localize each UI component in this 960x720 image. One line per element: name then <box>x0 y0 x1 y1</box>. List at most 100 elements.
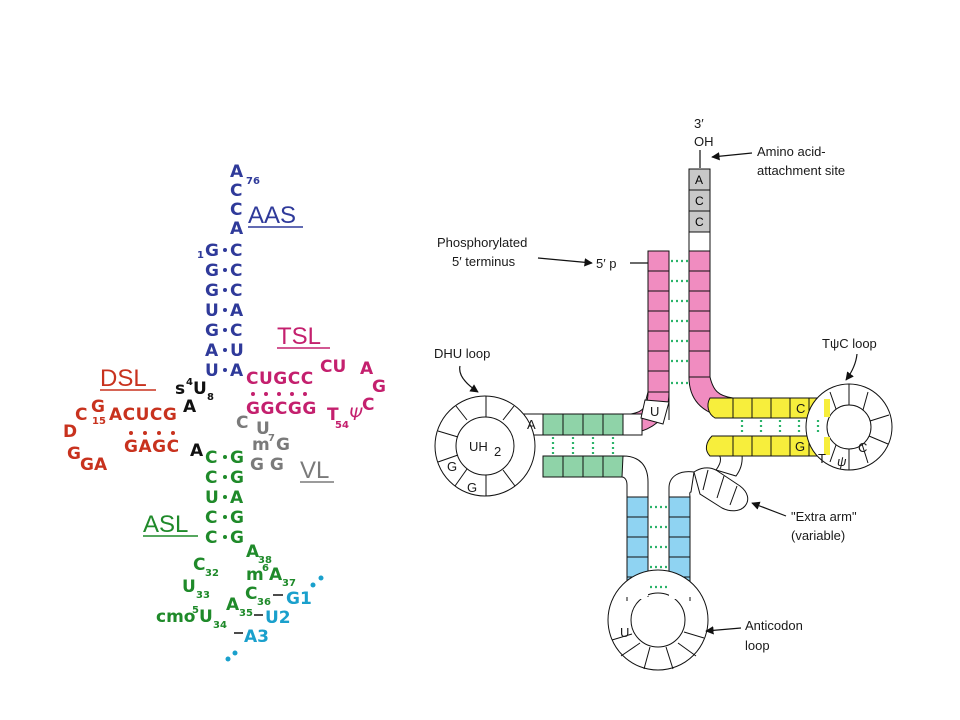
aas-r1: C <box>230 261 242 281</box>
tsl-t: T <box>327 405 339 425</box>
tsl-loop-a: A <box>360 359 374 379</box>
phos-label-2: 5′ terminus <box>452 254 516 269</box>
dsl-loop-c: C <box>75 405 87 425</box>
dhu-loop-label: DHU loop <box>434 346 490 361</box>
asl-sub35: 35 <box>239 608 253 619</box>
dhu-uh2: UH <box>469 439 488 454</box>
acc-c1: C <box>695 194 704 208</box>
extra-arm-arrow <box>751 501 787 517</box>
asl-sup6: 6 <box>262 563 269 574</box>
aas-r0: C <box>230 241 242 261</box>
s4u-a: A <box>183 397 197 417</box>
asl-l2: U <box>205 488 219 508</box>
tpsic-loop-label: TψC loop <box>822 336 877 351</box>
aas-r2: C <box>230 281 242 301</box>
dsl-upper: ACUCG <box>109 405 177 425</box>
s4u-sub: 8 <box>207 392 214 403</box>
asl-cmo: cmo <box>156 607 195 627</box>
aas-first-index: 1 <box>197 250 204 261</box>
vl-label: VL <box>300 457 329 484</box>
dhu-g1: G <box>447 459 457 474</box>
tsl-lower: GGCGG <box>246 399 317 419</box>
amino-arrow <box>711 152 753 161</box>
s4u8: s 4 U 8 A <box>175 377 214 417</box>
t-t: T <box>818 451 826 466</box>
tsl-pair-dots <box>251 392 307 396</box>
u-junction-label: U <box>650 404 659 419</box>
dsl-loop-d: D <box>63 422 77 442</box>
vl-u: U <box>256 419 270 439</box>
phos-arrow <box>537 257 593 267</box>
aas-stem-left: G G G U G A U <box>205 241 219 381</box>
aas-l4: G <box>205 321 219 341</box>
asl-l3: C <box>205 508 217 528</box>
aas-r3: A <box>230 301 244 321</box>
codon-a3: A3 <box>244 627 269 647</box>
t-g: G <box>795 439 805 454</box>
vl-sup7: 7 <box>268 433 275 444</box>
asl-stem-right: G G A G G <box>230 448 244 548</box>
asl-a37: A <box>269 565 283 585</box>
dsl-loop-g: G <box>91 397 105 417</box>
asl-c32: C <box>193 555 205 575</box>
amino-acid-label-1: Amino acid- <box>757 144 826 159</box>
t-c2: C <box>858 440 867 455</box>
tsl-label: TSL <box>277 323 321 350</box>
extra-arm-label-2: (variable) <box>791 528 845 543</box>
aas-l6: U <box>205 361 219 381</box>
asl-r4: G <box>230 528 244 548</box>
extra-arm-label-1: "Extra arm" <box>791 509 857 524</box>
phos-label-1: Phosphorylated <box>437 235 527 250</box>
tsl-loop-cu: CU <box>320 357 346 377</box>
codon-g1: G1 <box>286 589 312 609</box>
anticodon-label-2: loop <box>745 638 770 653</box>
anticodon-arm <box>607 455 709 671</box>
tsl-loop-c: C <box>362 395 374 415</box>
aas-l5: A <box>205 341 219 361</box>
aas-tail-a: A <box>230 219 244 239</box>
asl-l4: C <box>205 528 217 548</box>
asl-sub36: 36 <box>257 597 271 608</box>
acceptor-stem: A 76 C C A 1 G G G U G A U C C C A C U A <box>197 162 260 381</box>
amino-acid-label-2: attachment site <box>757 163 845 178</box>
acceptor-pair-dots <box>671 259 688 385</box>
dsl-lower: GAGC <box>124 437 180 457</box>
asl-sup5: 5 <box>192 605 199 616</box>
tsl-upper: CUGCC <box>246 369 314 389</box>
dsl-sub15: 15 <box>92 416 106 427</box>
tsl-loop-g: G <box>372 377 386 397</box>
anticodon-label-1: Anticodon <box>745 618 803 633</box>
asl-sub37: 37 <box>282 578 296 589</box>
aas-l0: G <box>205 241 219 261</box>
anticodon-stem-loop: A C C U C C G G A G G A 38 C 32 m 6 A 37… <box>156 441 296 631</box>
s4u-s: s <box>175 379 185 399</box>
asl-u33: U <box>182 577 196 597</box>
asl-m6a: m <box>246 565 264 585</box>
asl-sub33: 33 <box>196 590 210 601</box>
asl-label: ASL <box>143 511 188 538</box>
vl-c: C <box>236 413 248 433</box>
anticodon-u: U <box>620 625 629 640</box>
anticodon-arrow <box>705 626 742 635</box>
t-arm <box>705 383 893 471</box>
d-stem-dots <box>551 437 615 455</box>
t-c1: C <box>796 401 805 416</box>
asl-c36: C <box>245 584 257 604</box>
asl-sub32: 32 <box>205 568 219 579</box>
tsl-sub54: 54 <box>335 420 349 431</box>
asl-r0: G <box>230 448 244 468</box>
aas-l3: U <box>205 301 219 321</box>
codon-u2: U2 <box>265 608 291 628</box>
t-psi: ψ <box>837 454 847 469</box>
asl-stem-left: C C U C C <box>205 448 219 548</box>
asl-l0: C <box>205 448 217 468</box>
asl-u34: U <box>199 607 213 627</box>
t-stem-loop: CUGCC GGCGG CU A G C T 54 Ψ <box>246 357 386 431</box>
asl-join-a: A <box>190 441 204 461</box>
dhu-a: A <box>527 417 536 432</box>
aas-r6: A <box>230 361 244 381</box>
asl-l1: C <box>205 468 217 488</box>
d-stem-loop: ACUCG GAGC C G 15 D G G A <box>63 397 180 475</box>
dsl-loop-g2: G <box>80 455 94 475</box>
trna-schematic: 3′ OH Amino acid- attachment site A C C … <box>434 116 893 671</box>
